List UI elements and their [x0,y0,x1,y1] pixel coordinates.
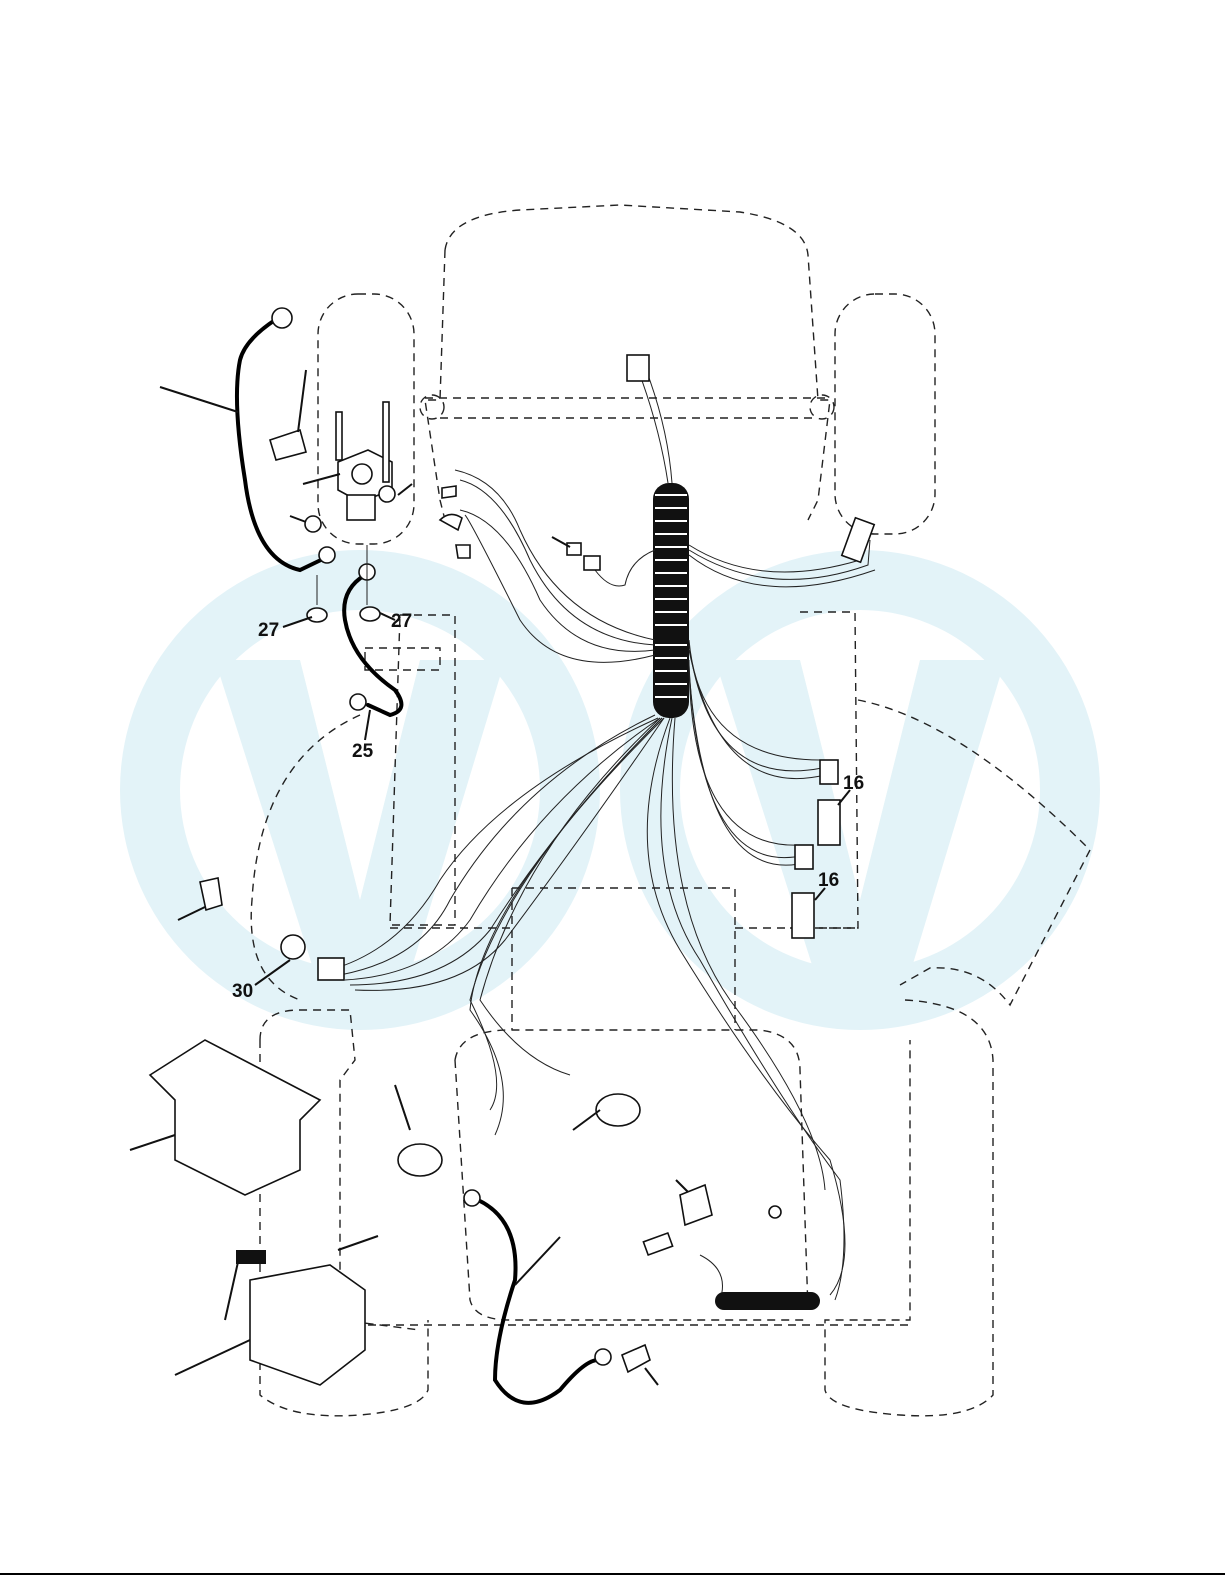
battery-box [130,1040,320,1195]
headlights [395,1085,640,1176]
battery [175,1236,378,1385]
mid-connectors [440,486,600,570]
top-connector [627,355,649,381]
starter-solenoid [290,402,412,532]
page-bottom-rule [0,1573,1225,1575]
callout-30: 30 [232,981,253,1002]
lower-cable [464,1190,658,1403]
callout-27-left: 27 [258,620,279,641]
callout-27-right: 27 [391,611,412,632]
callout-16-upper: 16 [843,773,864,794]
pto-coil-cord [643,1180,820,1310]
callout-16-lower: 16 [818,870,839,891]
callout-25: 25 [352,741,374,762]
